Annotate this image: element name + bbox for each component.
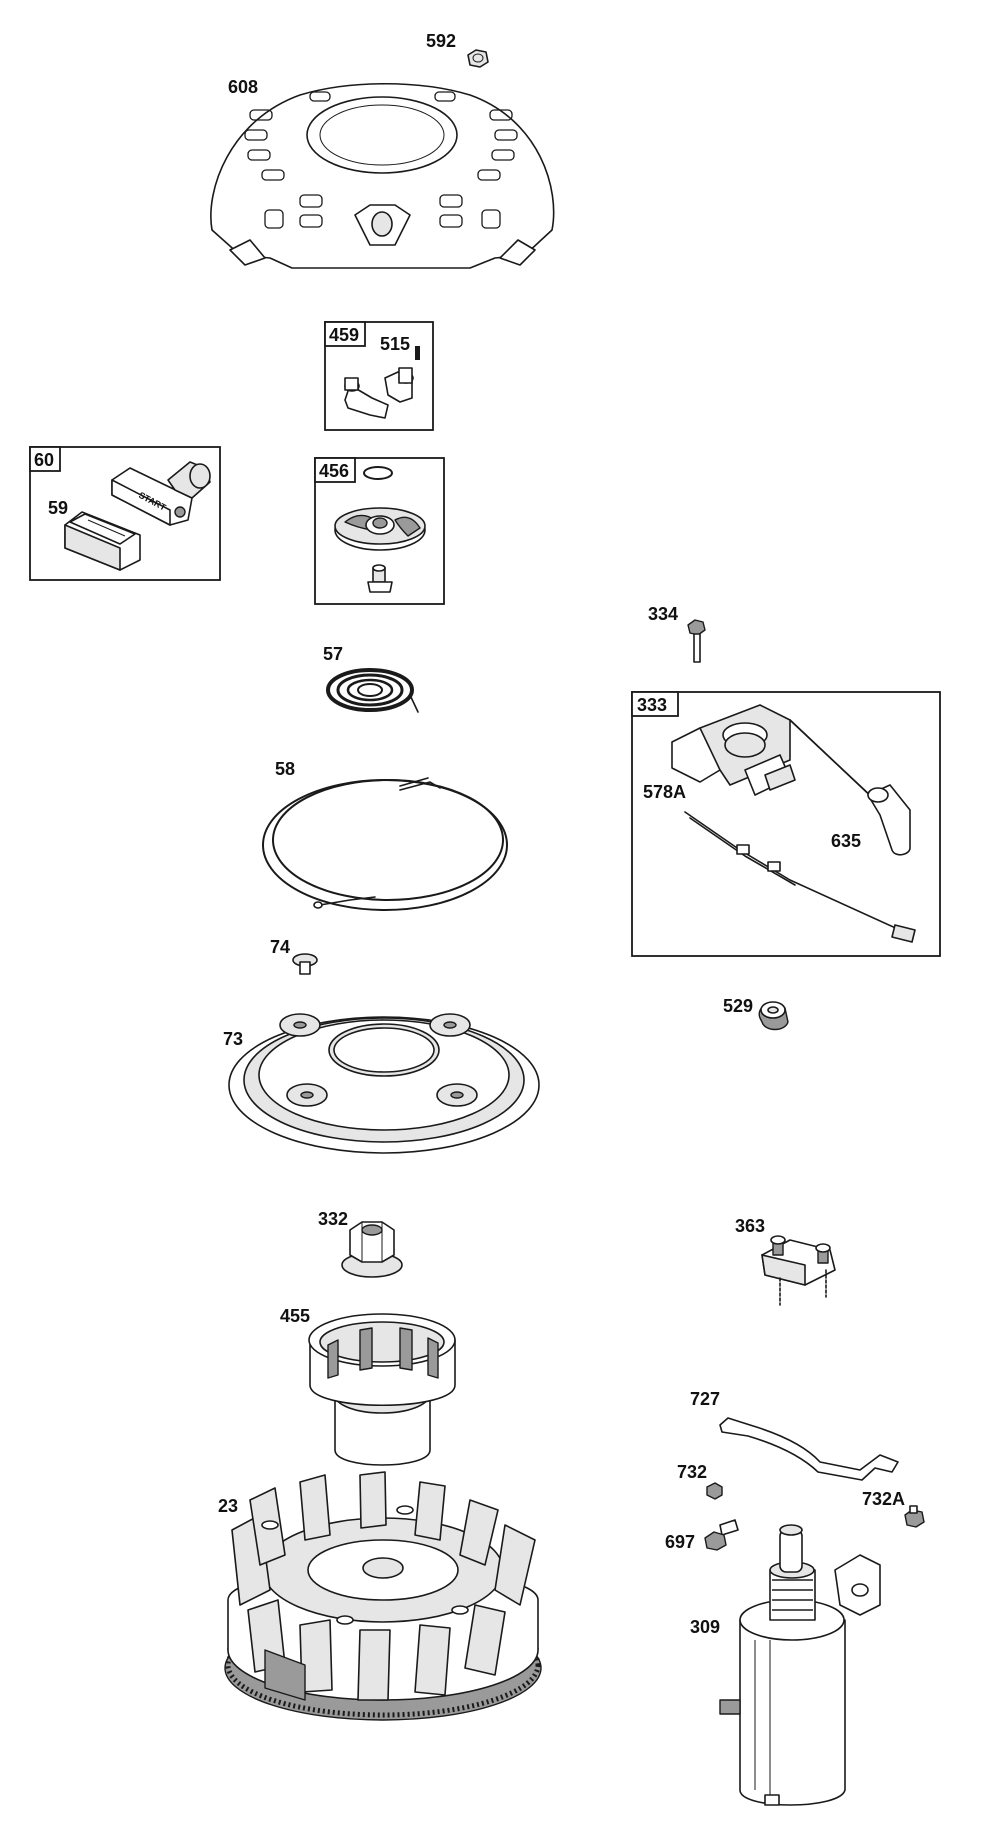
label-57: 57	[323, 644, 343, 664]
part-332-flywheel-nut	[341, 1221, 403, 1278]
label-732A: 732A	[862, 1489, 905, 1509]
label-74: 74	[270, 937, 290, 957]
part-732A-screw	[904, 1505, 925, 1528]
part-529-grommet	[758, 1001, 789, 1031]
part-59-handle-insert	[64, 511, 141, 571]
label-732: 732	[677, 1462, 707, 1482]
label-592: 592	[426, 31, 456, 51]
part-456-retainer-clip	[363, 466, 393, 480]
part-732-nut	[706, 1482, 723, 1500]
label-515: 515	[380, 334, 410, 354]
label-635: 635	[831, 831, 861, 851]
part-363-bracket	[761, 1235, 836, 1306]
label-697: 697	[665, 1532, 695, 1552]
part-456-shoulder-screw	[367, 564, 393, 593]
label-73: 73	[223, 1029, 243, 1049]
part-727-strap	[719, 1417, 899, 1481]
kit-60-box: 60 59 START	[29, 446, 221, 581]
label-332: 332	[318, 1209, 348, 1229]
label-727: 727	[690, 1389, 720, 1409]
kit-459-box: 459 515	[324, 321, 434, 431]
label-459: 459	[329, 325, 359, 345]
part-455-starter-cup	[308, 1313, 456, 1466]
label-578A: 578A	[643, 782, 686, 802]
part-57-rewind-spring	[326, 668, 419, 713]
part-515-spring	[415, 346, 420, 360]
part-309-starter-motor	[719, 1524, 881, 1806]
part-578A-ground-wire	[684, 811, 916, 943]
label-608: 608	[228, 77, 258, 97]
part-334-screw	[687, 619, 706, 663]
label-23: 23	[218, 1496, 238, 1516]
label-456: 456	[319, 461, 349, 481]
label-58: 58	[275, 759, 295, 779]
part-608-starter-cover	[210, 82, 555, 269]
part-58-starter-rope	[262, 777, 508, 911]
label-363: 363	[735, 1216, 765, 1236]
label-455: 455	[280, 1306, 310, 1326]
label-529: 529	[723, 996, 753, 1016]
label-309: 309	[690, 1617, 720, 1637]
part-697-bolt	[704, 1519, 739, 1551]
part-592-nut	[467, 49, 489, 68]
part-74-screw	[292, 953, 318, 975]
part-456-pulley	[334, 507, 426, 551]
label-333: 333	[637, 695, 667, 715]
label-60: 60	[34, 450, 54, 470]
part-23-flywheel	[224, 1471, 542, 1721]
label-334: 334	[648, 604, 678, 624]
part-60-starter-handle: START	[111, 461, 211, 526]
part-pawl-right	[384, 367, 414, 403]
part-333-armature	[671, 704, 911, 856]
label-59: 59	[48, 498, 68, 518]
kit-456-box: 456	[314, 457, 445, 605]
part-pawl-left	[344, 377, 389, 419]
part-73-screen	[228, 1013, 540, 1154]
kit-333-box: 333 578A 635	[631, 691, 941, 957]
